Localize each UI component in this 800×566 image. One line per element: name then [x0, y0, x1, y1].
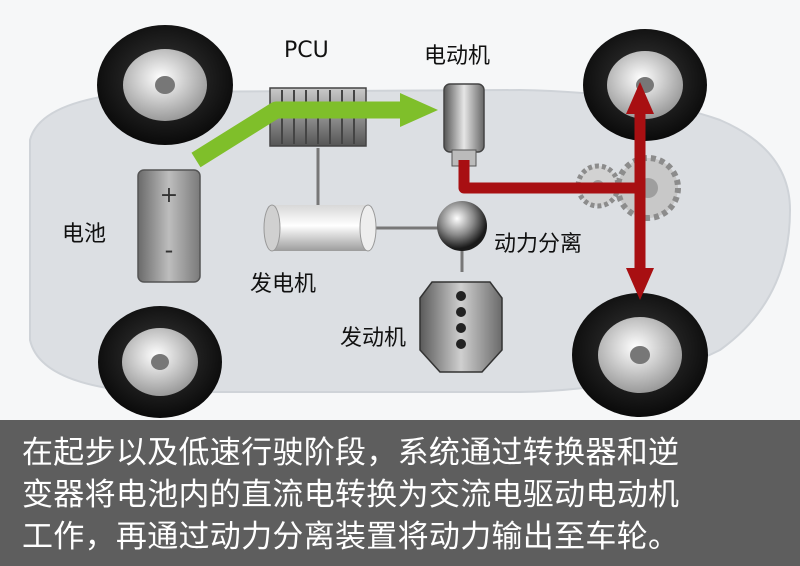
wheel-rear-right	[572, 293, 708, 417]
battery-icon: + -	[137, 169, 201, 283]
label-pcu: PCU	[284, 38, 329, 63]
connector-lines	[316, 148, 464, 272]
caption-line-1: 在起步以及低速行驶阶段，系统通过转换器和逆	[22, 435, 680, 471]
battery-to-motor-arrow	[191, 93, 438, 168]
hybrid-drivetrain-diagram: + -	[29, 25, 792, 418]
battery-plus-sign: +	[160, 183, 178, 208]
power-split-device	[437, 201, 487, 251]
wheel-rear-left	[98, 306, 222, 418]
engine-unit	[419, 281, 503, 373]
label-power-split: 动力分离	[494, 232, 583, 257]
caption-band: 在起步以及低速行驶阶段，系统通过转换器和逆 变器将电池内的直流电转换为交流电驱动…	[0, 420, 800, 566]
caption-line-3: 工作，再通过动力分离装置将动力输出至车轮。	[22, 519, 680, 555]
label-generator: 发电机	[250, 272, 317, 297]
label-engine: 发动机	[340, 326, 407, 351]
wheel-front-left	[97, 25, 233, 145]
label-battery: 电池	[62, 222, 107, 247]
motor-to-wheels-arrow	[458, 82, 654, 300]
battery-minus-sign: -	[165, 236, 174, 264]
caption-line-2: 变器将电池内的直流电转换为交流电驱动电动机	[22, 477, 680, 513]
motor-unit	[443, 83, 485, 167]
label-motor: 电动机	[424, 44, 491, 69]
generator-unit	[263, 204, 377, 252]
